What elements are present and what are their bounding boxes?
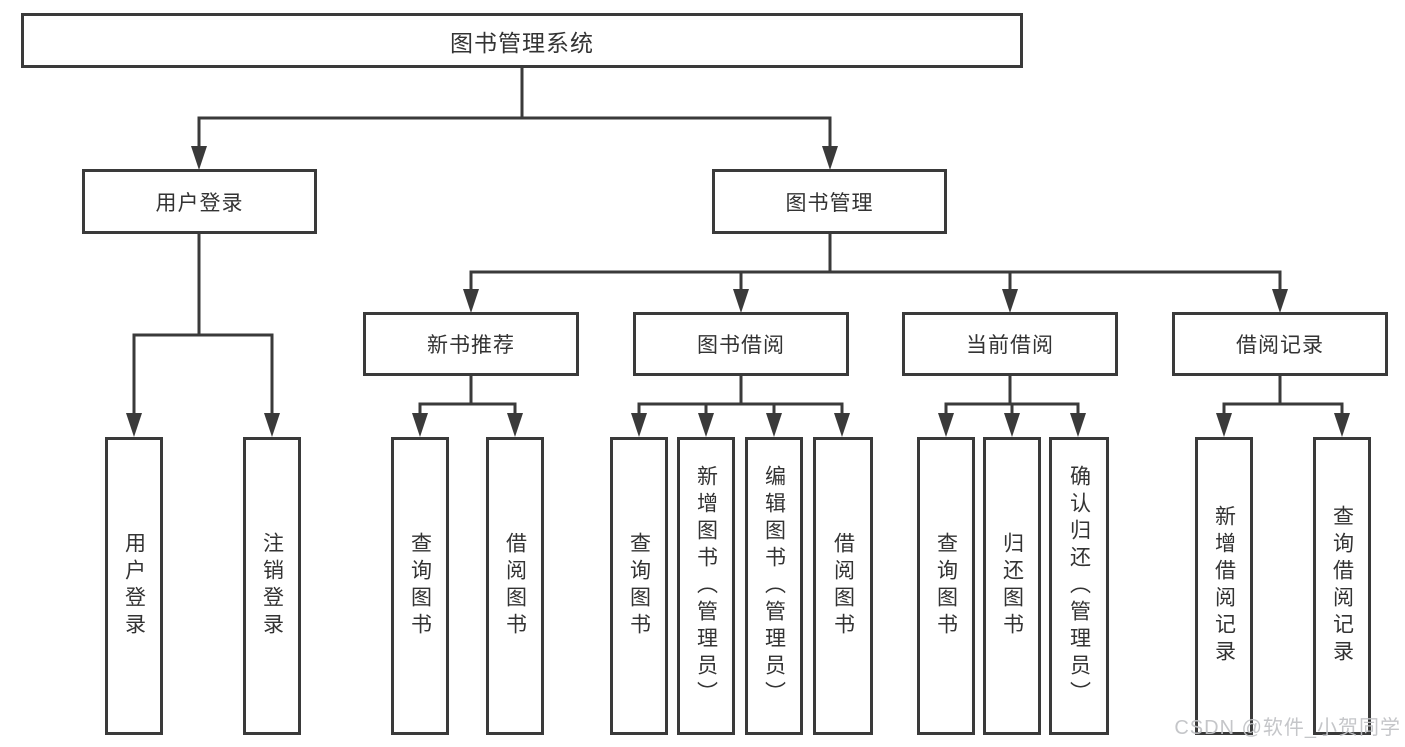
- node-library-management-system: 图书管理系统: [21, 13, 1023, 68]
- leaf-borrow-books-recommend: 借阅图书: [486, 437, 544, 735]
- node-current-borrowing: 当前借阅: [902, 312, 1118, 376]
- leaf-edit-book-admin: 编辑图书（管理员）: [745, 437, 803, 735]
- csdn-watermark: CSDN @软件_小贺同学: [1174, 717, 1401, 739]
- node-new-book-recommendation: 新书推荐: [363, 312, 579, 376]
- leaf-query-books-borrowing: 查询图书: [610, 437, 668, 735]
- leaf-query-borrow-record: 查询借阅记录: [1313, 437, 1371, 735]
- node-borrowing-records: 借阅记录: [1172, 312, 1388, 376]
- node-book-management: 图书管理: [712, 169, 947, 234]
- node-book-borrowing: 图书借阅: [633, 312, 849, 376]
- leaf-query-books-recommend: 查询图书: [391, 437, 449, 735]
- leaf-confirm-return-admin: 确认归还（管理员）: [1049, 437, 1109, 735]
- leaf-query-books-current: 查询图书: [917, 437, 975, 735]
- leaf-borrow-books-borrowing: 借阅图书: [813, 437, 873, 735]
- leaf-return-book: 归还图书: [983, 437, 1041, 735]
- leaf-add-book-admin: 新增图书（管理员）: [677, 437, 735, 735]
- leaf-user-login: 用户登录: [105, 437, 163, 735]
- node-user-login: 用户登录: [82, 169, 317, 234]
- leaf-add-borrow-record: 新增借阅记录: [1195, 437, 1253, 735]
- leaf-logout: 注销登录: [243, 437, 301, 735]
